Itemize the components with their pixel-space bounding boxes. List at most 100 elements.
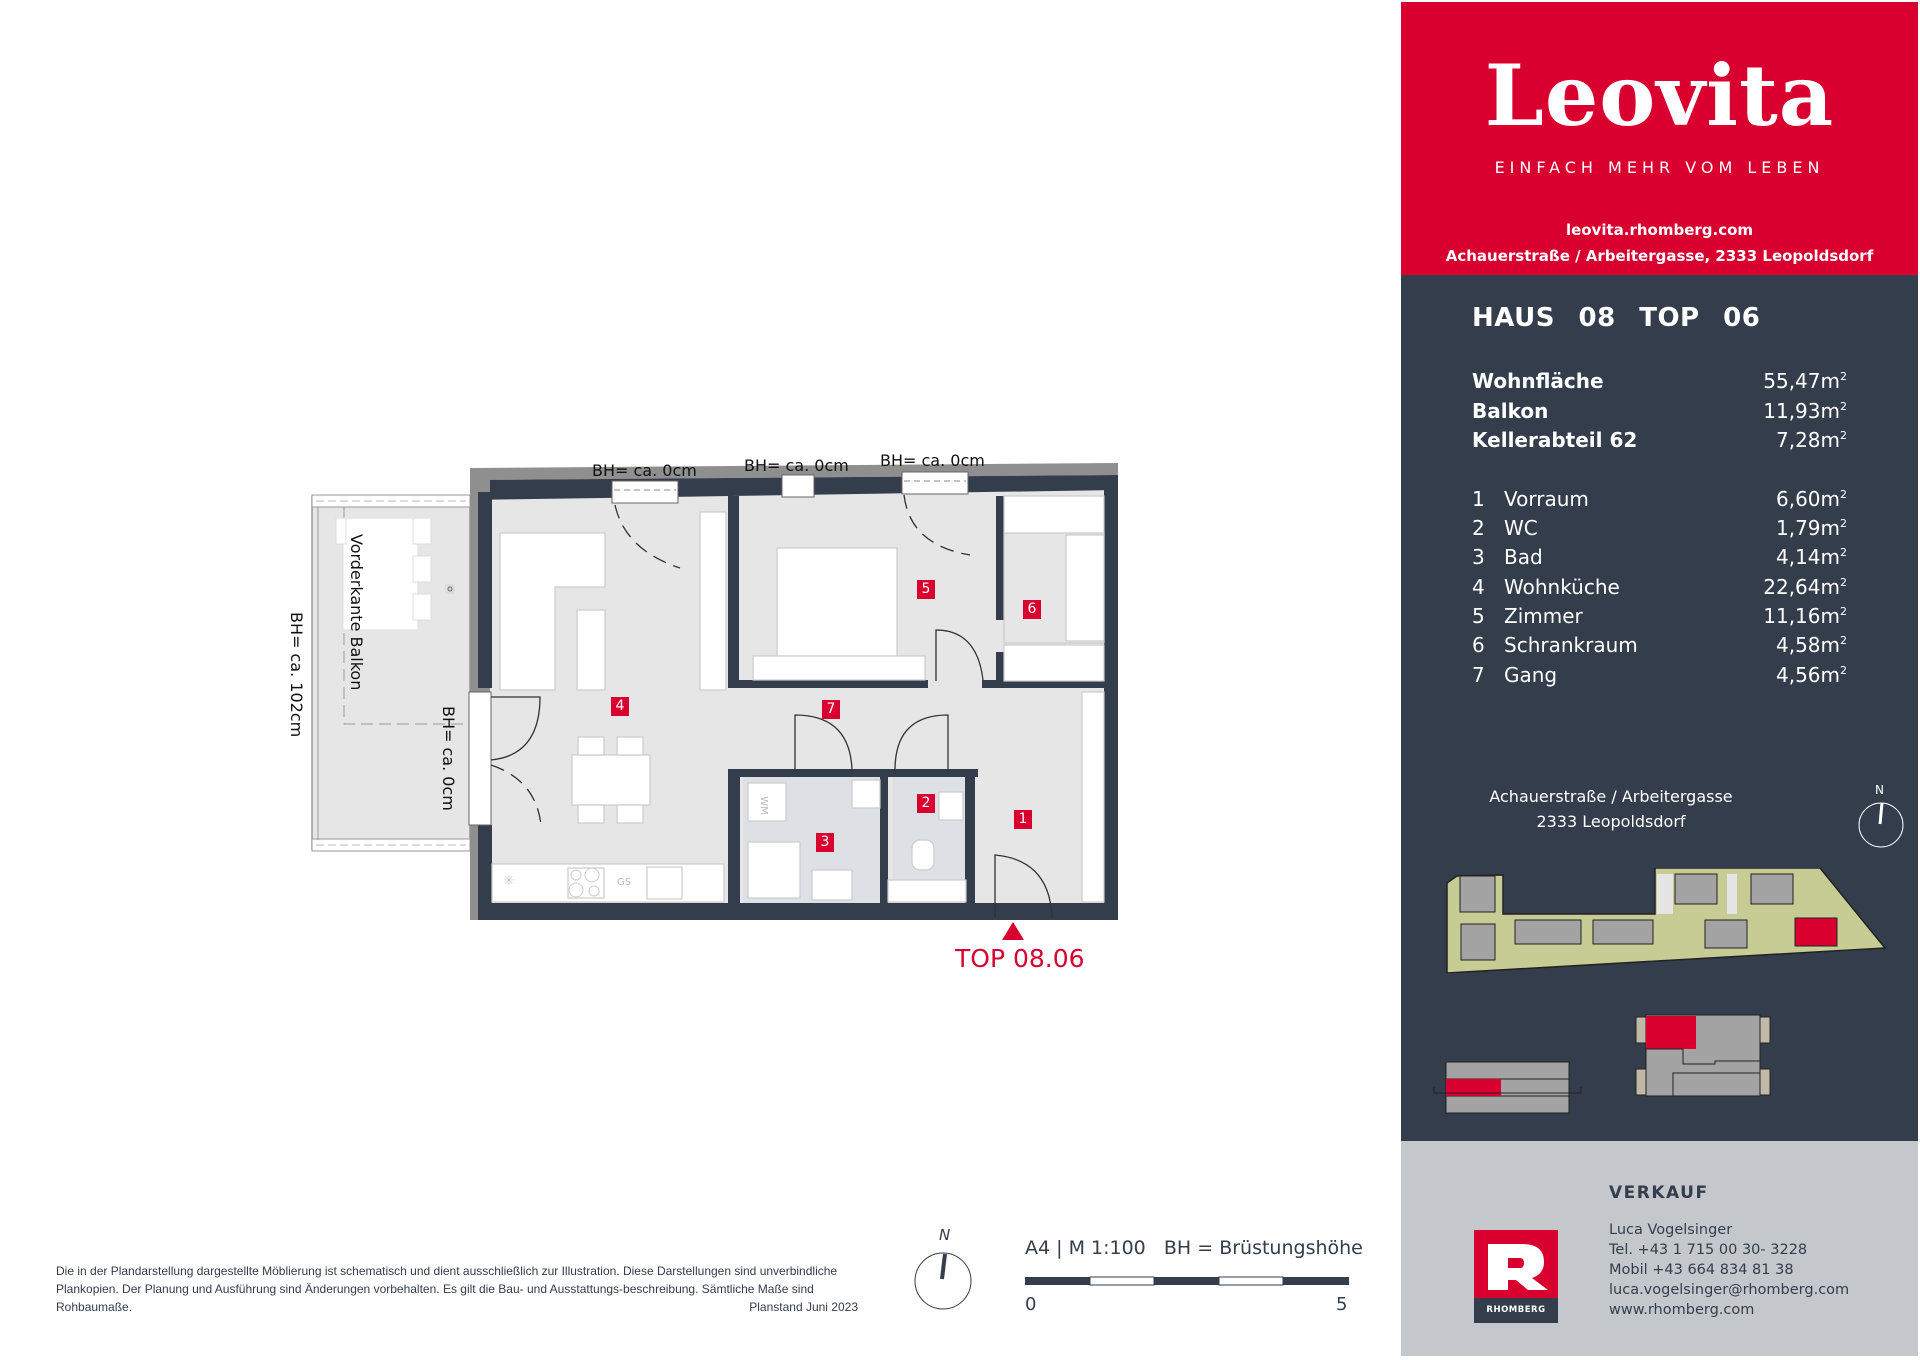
washer-label: WM — [757, 796, 769, 815]
room-number: 5 — [1472, 604, 1485, 628]
rhomberg-wordmark: RHOMBERG — [1474, 1298, 1558, 1323]
plan-date: Planstand Juni 2023 — [749, 1300, 858, 1314]
room-row: 7 Gang 4,56m2 — [1472, 663, 1847, 692]
info-panel: Leovita EINFACH MEHR VOM LEBEN leovita.r… — [1401, 2, 1918, 1356]
sales-website-link[interactable]: www.rhomberg.com — [1609, 1302, 1755, 1318]
summary-label: Balkon — [1472, 399, 1549, 423]
room-tag-7: 7 — [822, 700, 840, 719]
location-street: Achauerstraße / Arbeitergasse — [1489, 787, 1733, 806]
floor-plan — [311, 463, 1118, 940]
summary-value: 7,28m — [1775, 428, 1840, 452]
sales-mobile-link[interactable]: Mobil +43 664 834 81 38 — [1609, 1262, 1794, 1278]
unit-superscript: 2 — [1840, 488, 1847, 501]
rhomberg-logo: RHOMBERG — [1474, 1230, 1558, 1323]
room-row: 5 Zimmer 11,16m2 — [1472, 604, 1847, 633]
room-row: 2 WC 1,79m2 — [1472, 516, 1847, 545]
site-north-label: N — [1875, 783, 1884, 797]
window-bh-label: BH= ca. 0cm — [744, 456, 849, 475]
sales-contact: RHOMBERG VERKAUF Luca Vogelsinger Tel. +… — [1401, 1141, 1918, 1356]
brand-url-link[interactable]: leovita.rhomberg.com — [1565, 221, 1754, 239]
room-area: 4,58m — [1775, 633, 1840, 657]
leovita-logo: Leovita — [1484, 46, 1835, 145]
room-name: Bad — [1504, 545, 1543, 569]
dishwasher-label: GS — [617, 877, 632, 888]
room-tag-2: 2 — [917, 794, 935, 813]
room-row: 3 Bad 4,14m2 — [1472, 545, 1847, 574]
disclaimer-text: Die in der Plandarstellung dargestellte … — [56, 1264, 838, 1314]
room-number: 7 — [1472, 663, 1485, 687]
balcony-door-bh-label: BH= ca. 0cm — [439, 706, 458, 811]
sales-phone-link[interactable]: Tel. +43 1 715 00 30- 3228 — [1609, 1242, 1808, 1258]
unit-superscript: 2 — [1840, 605, 1847, 618]
room-area: 4,14m — [1775, 545, 1840, 569]
fridge-icon: ✳ — [503, 873, 515, 889]
unit-superscript: 2 — [1840, 400, 1847, 413]
room-number: 6 — [1472, 633, 1485, 657]
room-row: 1 Vorraum 6,60m2 — [1472, 487, 1847, 516]
sales-heading: VERKAUF — [1609, 1183, 1709, 1203]
brand-header: Leovita EINFACH MEHR VOM LEBEN leovita.r… — [1401, 2, 1918, 275]
brand-tagline: EINFACH MEHR VOM LEBEN — [1494, 158, 1825, 177]
room-area: 4,56m — [1775, 663, 1840, 687]
scale-bar — [1025, 1276, 1349, 1286]
unit-superscript: 2 — [1840, 517, 1847, 530]
room-tag-1: 1 — [1014, 810, 1032, 829]
room-tag-6: 6 — [1023, 600, 1041, 619]
entrance-arrow-icon — [1002, 922, 1024, 940]
unit-superscript: 2 — [1840, 370, 1847, 383]
north-label: N — [939, 1226, 951, 1244]
section-diagram — [1433, 1061, 1582, 1114]
unit-info: HAUS 08 TOP 06 Wohnfläche 55,47m2 Balkon… — [1401, 275, 1918, 1141]
room-row: 6 Schrankraum 4,58m2 — [1472, 633, 1847, 662]
furniture — [491, 495, 1105, 903]
room-name: Wohnküche — [1504, 575, 1620, 599]
room-name: WC — [1504, 516, 1538, 540]
room-area: 22,64m — [1763, 575, 1840, 599]
entrance-label: TOP 08.06 — [955, 944, 1085, 973]
summary-value: 11,93m — [1763, 399, 1840, 423]
scale-legend: A4 | M 1:100 BH = Brüstungshöhe — [1025, 1237, 1363, 1259]
summary-value: 55,47m — [1763, 369, 1840, 393]
summary-label: Wohnfläche — [1472, 369, 1604, 393]
room-number: 2 — [1472, 516, 1485, 540]
room-number: 4 — [1472, 575, 1485, 599]
summary-row: Balkon 11,93m2 — [1472, 399, 1847, 428]
balcony — [311, 494, 471, 852]
sales-email-link[interactable]: luca.vogelsinger@rhomberg.com — [1609, 1282, 1850, 1298]
brand-address: Achauerstraße / Arbeitergasse, 2333 Leop… — [1445, 247, 1874, 265]
room-name: Gang — [1504, 663, 1558, 687]
room-name: Schrankraum — [1504, 633, 1638, 657]
room-tag-4: 4 — [611, 697, 629, 716]
room-number: 3 — [1472, 545, 1485, 569]
summary-row: Wohnfläche 55,47m2 — [1472, 369, 1847, 398]
room-area: 1,79m — [1775, 516, 1840, 540]
rhomberg-r-icon — [1488, 1244, 1548, 1290]
room-number: 1 — [1472, 487, 1485, 511]
floor-diagram — [1635, 1014, 1771, 1097]
balcony-rail-bh-label: BH= ca. 102cm — [287, 612, 306, 738]
sales-contact-name: Luca Vogelsinger — [1609, 1222, 1733, 1238]
window-bh-label: BH= ca. 0cm — [880, 451, 985, 470]
summary-label: Kellerabteil 62 — [1472, 428, 1638, 452]
compass-icon — [1858, 802, 1904, 848]
room-name: Vorraum — [1504, 487, 1589, 511]
scale-start: 0 — [1025, 1294, 1037, 1315]
windows — [468, 471, 969, 826]
site-plan-map — [1446, 868, 1887, 973]
unit-superscript: 2 — [1840, 664, 1847, 677]
north-arrow-icon — [914, 1252, 972, 1310]
summary-row: Kellerabteil 62 7,28m2 — [1472, 428, 1847, 457]
disclaimer: Die in der Plandarstellung dargestellte … — [56, 1262, 858, 1316]
scale-end: 5 — [1336, 1294, 1348, 1315]
unit-superscript: 2 — [1840, 634, 1847, 647]
room-tag-5: 5 — [917, 580, 935, 599]
balcony-edge-label: Vorderkante Balkon — [347, 534, 366, 691]
location-city: 2333 Leopoldsdorf — [1536, 812, 1686, 831]
room-row: 4 Wohnküche 22,64m2 — [1472, 575, 1847, 604]
unit-title: HAUS 08 TOP 06 — [1472, 303, 1761, 333]
unit-superscript: 2 — [1840, 429, 1847, 442]
unit-superscript: 2 — [1840, 546, 1847, 559]
room-tag-3: 3 — [816, 833, 834, 852]
unit-superscript: 2 — [1840, 576, 1847, 589]
room-area: 11,16m — [1763, 604, 1840, 628]
